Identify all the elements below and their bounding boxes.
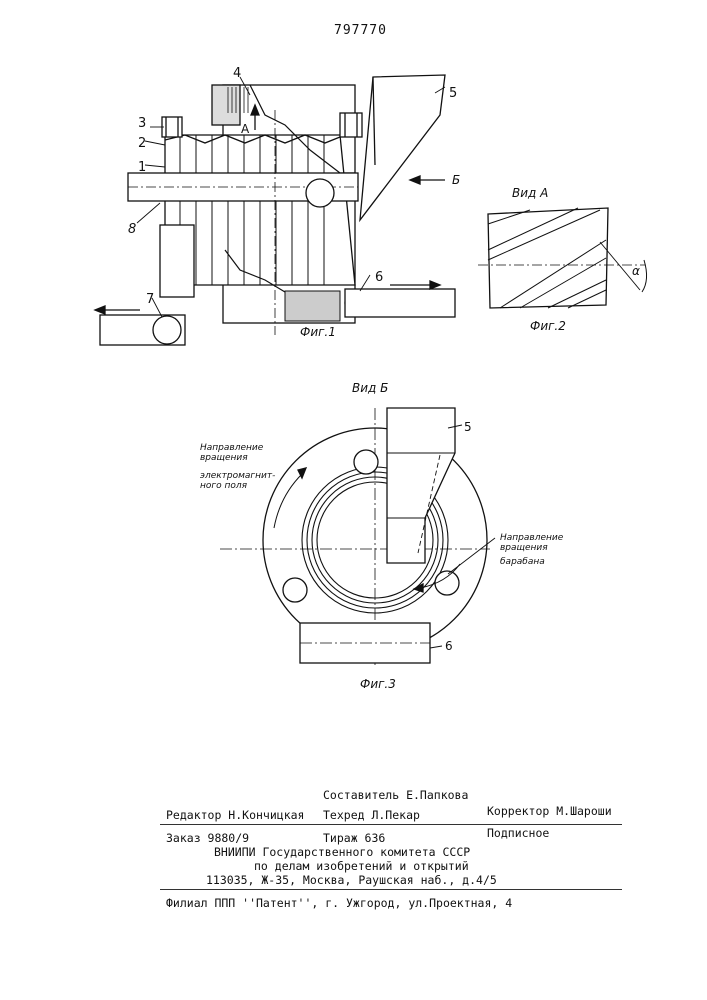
branch-address: Филиал ППП ''Патент'', г. Ужгород, ул.Пр… xyxy=(166,896,512,910)
fig1-label-1: 1 xyxy=(138,160,146,175)
fig1-label-8: 8 xyxy=(128,222,136,237)
fig3-label-5: 5 xyxy=(464,420,472,434)
fig1-arrow-b-label: Б xyxy=(452,173,460,187)
fig1-arrow-a-label: А xyxy=(241,122,250,136)
publisher-org-2: по делам изобретений и открытий xyxy=(254,859,469,873)
fig2-title: Вид А xyxy=(512,186,548,200)
patent-number: 797770 xyxy=(334,23,387,38)
field-dir-line-4: ного поля xyxy=(200,481,248,491)
fig2-angle-label: α xyxy=(632,264,640,278)
fig3-caption: Фиг.3 xyxy=(360,677,396,691)
drum-dir-line-1: Направление xyxy=(500,533,564,543)
fig1-label-4: 4 xyxy=(233,66,241,81)
figure-2-drawing: Вид А α Фиг.2 xyxy=(470,180,660,340)
field-dir-line-1: Направление xyxy=(200,443,264,453)
publisher-address: 113035, Ж-35, Москва, Раушская наб., д.4… xyxy=(206,873,497,887)
publisher-org: ВНИИПИ Государственного комитета СССР xyxy=(214,845,470,859)
fig1-label-5: 5 xyxy=(449,86,457,101)
subscription-note: Подписное xyxy=(487,826,549,840)
figure-3-drawing: Вид Б xyxy=(180,378,600,700)
fig1-label-7: 7 xyxy=(146,292,154,307)
circulation: Тираж 636 xyxy=(323,831,385,845)
fig3-title: Вид Б xyxy=(352,381,388,395)
fig1-label-2: 2 xyxy=(138,136,146,151)
fig1-label-3: 3 xyxy=(138,116,146,131)
drum-dir-line-3: барабана xyxy=(500,557,545,567)
fig3-label-6: 6 xyxy=(445,639,453,653)
field-dir-line-2: вращения xyxy=(200,453,248,463)
corrector-credit: Корректор М.Шароши xyxy=(487,804,612,818)
editor-credit: Редактор Н.Кончицкая xyxy=(166,808,304,822)
order-number: Заказ 9880/9 xyxy=(166,831,249,845)
drum-dir-line-2: вращения xyxy=(500,543,548,553)
fig1-caption: Фиг.1 xyxy=(300,325,336,339)
footer-rule-1 xyxy=(160,824,622,825)
footer-rule-2 xyxy=(160,889,622,890)
fig2-caption: Фиг.2 xyxy=(530,319,566,333)
techred-credit: Техред Л.Пекар xyxy=(323,808,420,822)
compiler-credit: Составитель Е.Папкова xyxy=(323,788,468,802)
figure-1-drawing: 4 5 3 2 1 8 6 7 А Б Фиг.1 xyxy=(90,55,470,355)
fig1-label-6: 6 xyxy=(375,270,383,285)
field-dir-line-3: электромагнит- xyxy=(200,471,275,481)
